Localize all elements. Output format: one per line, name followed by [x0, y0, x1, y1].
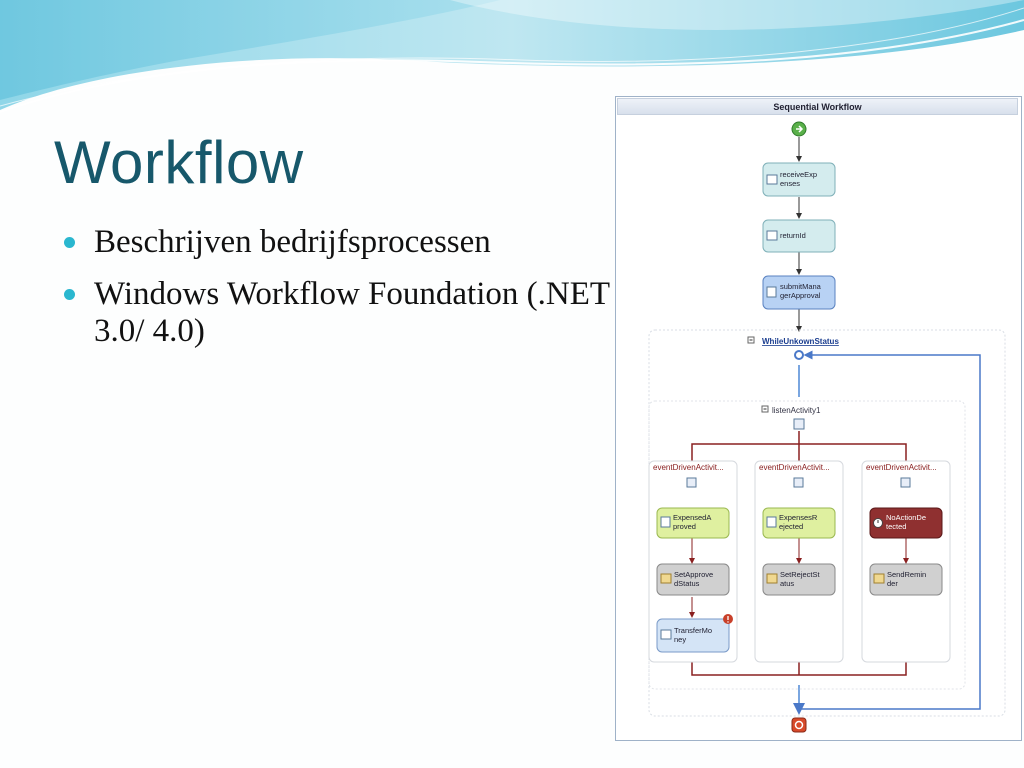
receive-icon	[766, 174, 778, 185]
activity-label: TransferMo	[674, 626, 712, 635]
activity-set-reject-status[interactable]: SetRejectSt atus	[762, 563, 836, 596]
code-icon	[873, 573, 885, 584]
handle-event-icon	[766, 516, 777, 528]
activity-label: ExpensesR	[779, 513, 818, 522]
activity-label: enses	[780, 179, 800, 188]
activity-return-id[interactable]: returnId	[762, 219, 836, 253]
activity-label: tected	[886, 522, 906, 531]
activity-label: SendRemin	[887, 570, 926, 579]
send-icon	[766, 230, 778, 241]
activity-label: proved	[673, 522, 696, 531]
bullet-dot-icon	[64, 288, 75, 300]
workflow-designer: receiveExp enses returnId submitMana ger…	[615, 96, 1022, 741]
activity-receive-expenses[interactable]: receiveExp enses	[762, 162, 836, 197]
activity-label: gerApproval	[780, 291, 821, 300]
activity-label: returnId	[780, 231, 806, 240]
listen-label[interactable]: listenActivity1	[772, 406, 821, 415]
activity-label: SetRejectSt	[780, 570, 821, 579]
activity-submit-manager-approval[interactable]: submitMana gerApproval	[762, 275, 836, 310]
header-wave-decoration	[0, 0, 1024, 113]
activity-label: der	[887, 579, 898, 588]
activity-label: submitMana	[780, 282, 822, 291]
activity-expenses-approved[interactable]: ExpensedA proved	[656, 507, 730, 539]
loop-icon	[794, 350, 804, 360]
activity-no-action-detected[interactable]: NoActionDe tected	[869, 507, 943, 539]
activity-expenses-rejected[interactable]: ExpensesR ejected	[762, 507, 836, 539]
handle-event-icon	[660, 516, 671, 528]
event-driven-icon	[900, 477, 911, 488]
bullet-item: Beschrijven bedrijfsprocessen	[64, 224, 624, 262]
workflow-canvas: receiveExp enses returnId submitMana ger…	[648, 121, 1006, 733]
branch-label[interactable]: eventDrivenActivit...	[759, 463, 830, 472]
event-driven-icon	[793, 477, 804, 488]
listen-icon	[793, 418, 805, 430]
activity-label: ejected	[779, 522, 803, 531]
branch-event-driven-b: eventDrivenActivit...	[754, 460, 844, 663]
bullet-dot-icon	[64, 237, 75, 248]
branch-label[interactable]: eventDrivenActivit...	[866, 463, 937, 472]
stop-icon	[791, 717, 807, 733]
activity-label: SetApprove	[674, 570, 713, 579]
bullet-text: Windows Workflow Foundation (.NET 3.0/ 4…	[94, 275, 610, 350]
activity-label: dStatus	[674, 579, 700, 588]
bullet-text: Beschrijven bedrijfsprocessen	[94, 224, 491, 260]
branch-label[interactable]: eventDrivenActivit...	[653, 463, 724, 472]
event-driven-icon	[686, 477, 697, 488]
activity-label: NoActionDe	[886, 513, 926, 522]
code-icon	[766, 573, 778, 584]
while-label[interactable]: WhileUnkownStatus	[762, 337, 839, 346]
send-icon	[660, 629, 672, 640]
branch-event-driven-c: eventDrivenActivit...	[861, 460, 951, 663]
activity-label: ExpensedA	[673, 513, 711, 522]
workflow-header: Sequential Workflow	[617, 98, 1018, 115]
activity-label: ney	[674, 635, 686, 644]
activity-send-reminder[interactable]: SendRemin der	[869, 563, 943, 596]
activity-label: atus	[780, 579, 794, 588]
activity-set-approved-status[interactable]: SetApprove dStatus	[656, 563, 730, 596]
activity-label: receiveExp	[780, 170, 817, 179]
bullet-item: Windows Workflow Foundation (.NET 3.0/ 4…	[64, 276, 624, 351]
bullet-list: Beschrijven bedrijfsprocessen Windows Wo…	[64, 224, 624, 365]
code-icon	[660, 573, 672, 584]
activity-transfer-money[interactable]: TransferMo ney	[656, 614, 733, 653]
handle-event-icon	[766, 286, 777, 298]
slide-title: Workflow	[54, 129, 304, 196]
